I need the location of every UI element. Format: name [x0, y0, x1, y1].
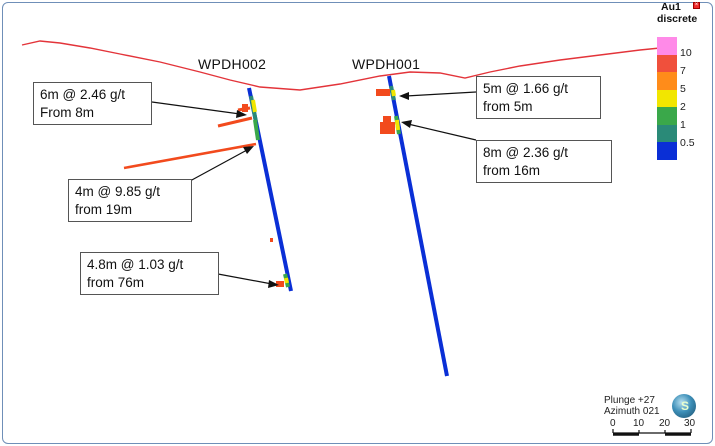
azimuth-text: Azimuth 021	[604, 406, 660, 417]
callout-depth: from 16m	[483, 163, 541, 178]
callout-interval: 6m @ 2.46 g/t	[40, 87, 125, 102]
scale-label: 30	[684, 418, 696, 429]
callout-wpdh002-upper: 6m @ 2.46 g/t From 8m	[33, 82, 152, 125]
legend-swatch	[657, 142, 677, 160]
scale-bar	[612, 429, 692, 436]
topography-line	[21, 40, 661, 91]
legend-swatch	[657, 89, 677, 107]
scale-label: 0	[610, 418, 616, 429]
legend-swatch	[657, 124, 677, 142]
callout-wpdh002-middle: 4m @ 9.85 g/t from 19m	[68, 179, 192, 222]
legend-label: 10	[680, 47, 692, 59]
legend-label: 5	[680, 83, 686, 95]
legend-swatch	[657, 72, 677, 90]
drillhole-wpdh002	[247, 87, 293, 292]
legend-color-scale	[657, 37, 677, 160]
legend-label: 7	[680, 65, 686, 77]
callout-interval: 4m @ 9.85 g/t	[75, 184, 160, 199]
callout-wpdh002-lower: 4.8m @ 1.03 g/t from 76m	[80, 252, 219, 295]
callout-interval: 5m @ 1.66 g/t	[483, 81, 568, 96]
callout-depth: From 8m	[40, 105, 94, 120]
legend-label: 1	[680, 119, 686, 131]
callout-depth: from 76m	[87, 275, 145, 290]
view-orientation: Plunge +27 Azimuth 021	[604, 395, 660, 417]
callout-wpdh001-upper: 5m @ 1.66 g/t from 5m	[476, 76, 601, 119]
compass-letter: S	[681, 399, 690, 413]
callout-wpdh001-lower: 8m @ 2.36 g/t from 16m	[476, 140, 612, 183]
callout-arrows	[151, 91, 477, 288]
plunge-text: Plunge +27	[604, 395, 655, 406]
callout-depth: from 19m	[75, 202, 133, 217]
callout-depth: from 5m	[483, 99, 533, 114]
globe-compass-icon[interactable]	[672, 394, 696, 418]
anomaly-wpdh002	[123, 104, 284, 287]
callout-interval: 8m @ 2.36 g/t	[483, 145, 568, 160]
callout-interval: 4.8m @ 1.03 g/t	[87, 257, 184, 272]
scale-label: 20	[659, 418, 671, 429]
close-icon[interactable]: ×	[693, 2, 700, 9]
hole-label-wpdh001: WPDH001	[352, 56, 421, 72]
legend-title-line1: Au1	[661, 1, 681, 13]
hole-label-wpdh002: WPDH002	[198, 56, 267, 72]
legend-label: 2	[680, 101, 686, 113]
legend-title-line2: discrete	[657, 13, 698, 25]
legend: Au1 × discrete 10 7 5 2 1 0.5	[657, 1, 713, 160]
legend-swatch	[657, 37, 677, 55]
legend-swatch	[657, 54, 677, 72]
anomaly-wpdh001	[376, 89, 395, 134]
scale-label: 10	[633, 418, 645, 429]
legend-swatch	[657, 107, 677, 125]
drillhole-wpdh001	[387, 75, 449, 377]
legend-label: 0.5	[680, 137, 695, 149]
